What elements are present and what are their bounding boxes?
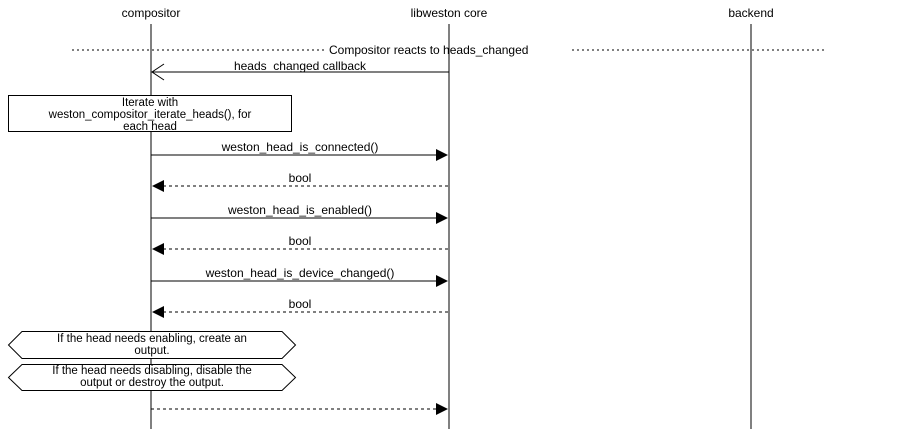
message-final-unlabeled [151,403,448,415]
note-hexagon-disable [7,364,297,391]
participant-header-compositor: compositor [122,6,181,20]
divider-label: Compositor reacts to heads_changed [329,43,528,57]
message-label-bool-2: bool [289,234,312,248]
message-label-weston-head-is-device-changed: weston_head_is_device_changed() [205,266,395,280]
note-line-2: weston_compositor_iterate_heads(), for [48,109,252,121]
note-hexagon-enable [7,331,297,359]
participant-header-backend: backend [728,6,773,20]
note-condition-enable-head: If the head needs enabling, create an ou… [7,331,297,359]
message-label-heads-changed-callback: heads_changed callback [234,59,367,73]
participant-header-libweston-core: libweston core [411,6,488,20]
note-iterate-heads: Iterate with weston_compositor_iterate_h… [8,95,292,133]
arrowhead-filled-left [152,180,164,192]
message-label-weston-head-is-enabled: weston_head_is_enabled() [227,203,372,217]
message-heads-changed-callback: heads_changed callback [151,59,449,81]
arrowhead-filled-left [152,306,164,318]
note-enable-line-1: If the head needs enabling, create an [57,333,247,345]
divider-compositor-reacts: Compositor reacts to heads_changed [72,43,827,57]
message-bool-return-1: bool [152,171,448,192]
message-label-bool-1: bool [289,171,312,185]
participant-label-libweston-core: libweston core [411,6,488,20]
message-weston-head-is-enabled: weston_head_is_enabled() [151,203,448,224]
arrowhead-open-left [151,63,165,81]
note-line-3: each head [123,121,177,133]
arrowhead-filled-right [436,275,448,287]
message-label-weston-head-is-connected: weston_head_is_connected() [221,140,379,154]
arrowhead-filled-right [436,403,448,415]
arrowhead-filled-right [436,212,448,224]
message-bool-return-2: bool [152,234,448,255]
message-label-bool-3: bool [289,297,312,311]
note-disable-line-2: output or destroy the output. [80,377,224,389]
message-bool-return-3: bool [152,297,448,318]
participant-label-backend: backend [728,6,773,20]
message-weston-head-is-connected: weston_head_is_connected() [151,140,448,161]
note-box-rect [8,95,292,132]
arrowhead-filled-right [436,149,448,161]
note-line-1: Iterate with [122,97,178,109]
note-disable-line-1: If the head needs disabling, disable the [52,365,251,377]
arrowhead-filled-left [152,243,164,255]
participant-label-compositor: compositor [122,6,181,20]
note-condition-disable-head: If the head needs disabling, disable the… [7,364,297,391]
message-weston-head-is-device-changed: weston_head_is_device_changed() [151,266,448,287]
note-enable-line-2: output. [134,345,169,357]
